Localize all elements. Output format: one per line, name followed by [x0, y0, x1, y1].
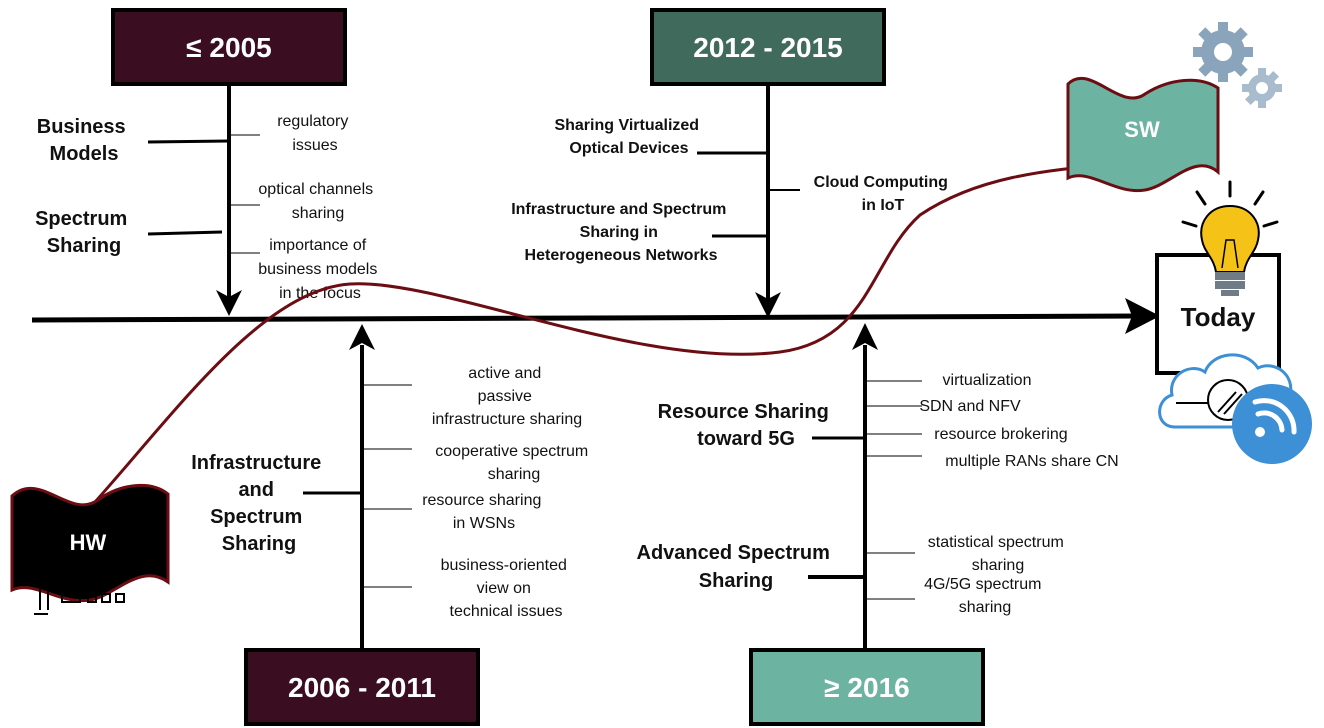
- timeline-arrowhead: [1125, 298, 1160, 334]
- detail-importance: importance of business models in the foc…: [258, 237, 382, 302]
- topic-cloud-computing: Cloud Computing in IoT: [814, 174, 953, 214]
- detail-4g5g-spectrum: 4G/5G spectrum sharing: [924, 576, 1046, 616]
- era-box-2015: [650, 8, 886, 86]
- hw-to-sw-curve: [84, 152, 1131, 514]
- branch-business: [147, 139, 230, 144]
- detail-regulatory: regulatory issues: [277, 113, 353, 154]
- era-arrow-2016: [852, 323, 878, 350]
- topic-advanced-spectrum: Advanced Spectrum Sharing: [637, 542, 836, 592]
- topic-infra-and-spectrum: Infrastructure and Spectrum Sharing: [191, 452, 327, 555]
- hw-flag-label: HW: [70, 530, 107, 555]
- branch-spectrum: [147, 230, 223, 236]
- lightbulb-icon: [1181, 180, 1279, 296]
- era-arrow-2005: [216, 290, 242, 316]
- era-label-2015: 2012 - 2015: [693, 32, 842, 63]
- detail-resource-wsn: resource sharing in WSNs: [422, 492, 546, 532]
- today-label: Today: [1181, 302, 1256, 332]
- era-arrow-2015: [755, 292, 781, 318]
- detail-active-passive: active and passive infrastructure sharin…: [432, 365, 582, 428]
- detail-optical-channels: optical channels sharing: [258, 181, 377, 222]
- detail-virtualization: virtualization: [943, 372, 1032, 389]
- era-box-2011: [244, 648, 480, 726]
- detail-cooperative-spectrum: cooperative spectrum sharing: [435, 443, 592, 483]
- detail-multiple-rans: multiple RANs share CN: [945, 453, 1118, 470]
- gears-icon: [1193, 22, 1282, 108]
- circuit-board-icon: [34, 565, 125, 615]
- timeline-axis: [31, 313, 1141, 323]
- sw-flag-label: SW: [1124, 117, 1160, 142]
- era-box-2016: [749, 648, 985, 726]
- topic-spectrum-sharing: Spectrum Sharing: [35, 208, 133, 257]
- detail-statistical-spectrum: statistical spectrum sharing: [928, 534, 1069, 574]
- topic-business-models: Business Models: [37, 116, 132, 165]
- era-arrow-2011: [349, 324, 375, 350]
- topic-resource-sharing-5g: Resource Sharing toward 5G: [658, 401, 835, 450]
- detail-sdn-nfv: SDN and NFV: [919, 398, 1021, 415]
- cloud-wifi-icon: [1158, 353, 1312, 464]
- era-label-2005: ≤ 2005: [186, 32, 271, 63]
- era-label-2011: 2006 - 2011: [288, 672, 436, 703]
- detail-business-oriented: business-oriented view on technical issu…: [441, 557, 572, 620]
- topic-sharing-virtualized: Sharing Virtualized Optical Devices: [554, 117, 703, 157]
- era-label-2016: ≥ 2016: [824, 672, 909, 703]
- sw-flag: [1066, 76, 1220, 193]
- topic-infra-spectrum-het: Infrastructure and Spectrum Sharing in H…: [511, 201, 731, 264]
- detail-resource-brokering: resource brokering: [934, 426, 1067, 443]
